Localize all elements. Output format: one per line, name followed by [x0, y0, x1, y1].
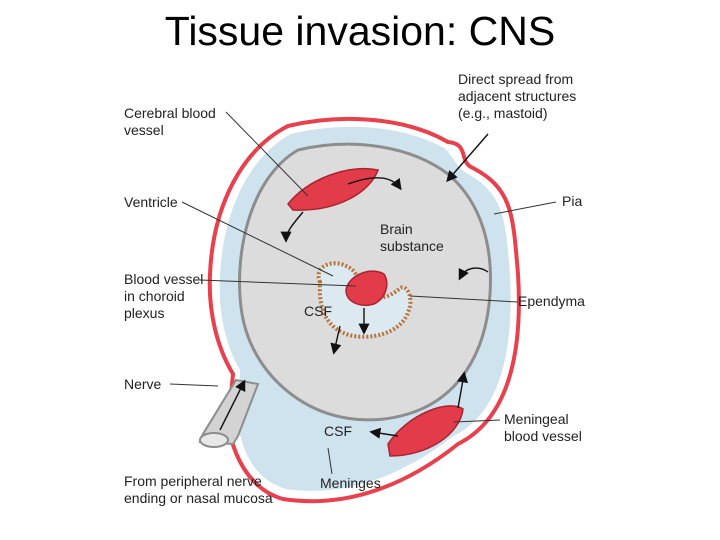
meninges-outer-layer: [207, 116, 521, 504]
meninges-leader: [327, 447, 333, 475]
ventricle-csf-arrow: [330, 325, 342, 355]
meningeal-csf-arrow: [369, 427, 399, 439]
label-peripheral-source: From peripheral nerve ending or nasal mu…: [124, 473, 273, 506]
cerebral-vessel-arrow-2: [280, 211, 304, 243]
cerebral-vessel-arrow: [347, 177, 402, 191]
meningeal-blood-vessel: [387, 405, 464, 457]
label-meninges: Meninges: [320, 475, 381, 491]
cerebral-vessel-leader: [225, 111, 309, 197]
meningeal-arrow-up: [457, 371, 469, 409]
choroid-blood-vessel: [345, 270, 388, 306]
nerve-leader: [169, 383, 219, 387]
pia-arrow: [458, 267, 489, 281]
label-csf-ventricle: CSF: [304, 303, 332, 319]
slide-title: Tissue invasion: CNS: [164, 8, 556, 54]
label-pia: Pia: [562, 193, 582, 209]
pia-leader: [493, 201, 557, 215]
nerve-arrow: [219, 379, 246, 431]
nerve-cut-end: [199, 432, 229, 448]
diagram-canvas: Cerebral blood vessel Ventricle Blood ve…: [124, 71, 585, 506]
cerebral-blood-vessel: [287, 167, 380, 211]
label-choroid-plexus-vessel: Blood vessel in choroid plexus: [124, 271, 207, 321]
label-nerve: Nerve: [124, 376, 162, 392]
label-direct-spread: Direct spread from adjacent structures (…: [458, 71, 580, 121]
direct-spread-arrow: [446, 133, 489, 183]
meningeal-vessel-leader: [453, 419, 501, 423]
cns-invasion-diagram: Cerebral blood vessel Ventricle Blood ve…: [108, 64, 596, 520]
ventricle-leader: [181, 201, 334, 277]
ependyma-leader: [409, 295, 519, 303]
choroid-leader: [199, 279, 357, 287]
label-ependyma: Ependyma: [518, 293, 585, 309]
label-cerebral-blood-vessel: Cerebral blood vessel: [124, 105, 220, 138]
label-brain-substance: Brain substance: [380, 221, 444, 254]
label-meningeal-blood-vessel: Meningeal blood vessel: [504, 411, 582, 444]
label-csf-space: CSF: [324, 423, 352, 439]
label-ventricle: Ventricle: [124, 194, 178, 210]
